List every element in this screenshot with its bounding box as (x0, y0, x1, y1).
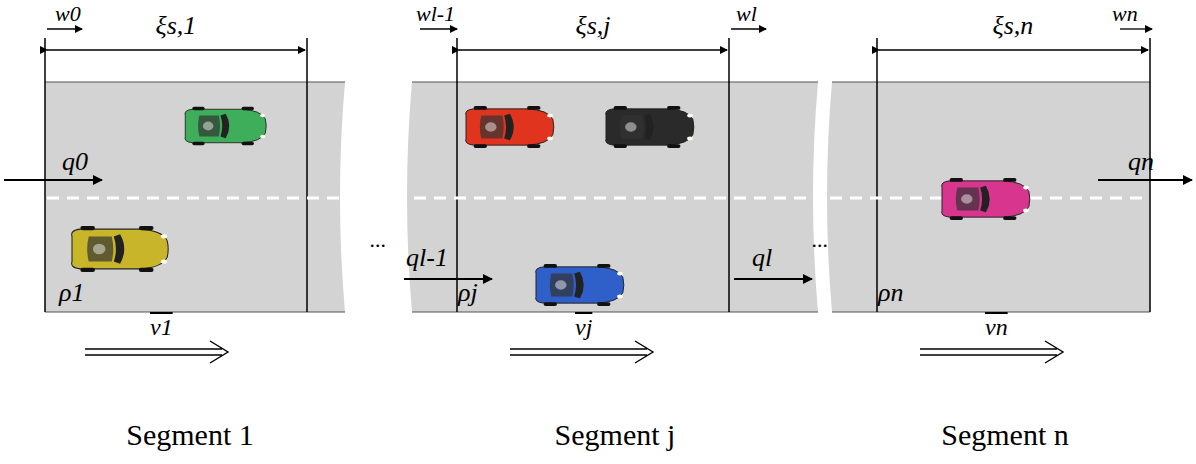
symbol-label: ... (370, 228, 387, 252)
symbol-label: ξs,1 (156, 12, 197, 41)
symbol-label: v1 (150, 314, 173, 340)
symbol-label: ql (752, 244, 772, 273)
car (72, 226, 169, 272)
symbol-label: ξs,j (576, 12, 611, 41)
segment-caption: Segment j (555, 418, 676, 451)
boundary-line (45, 38, 1150, 312)
road-segment (45, 82, 345, 312)
symbol-label: ... (812, 228, 829, 252)
density-label: ρ1 (59, 279, 84, 308)
car (942, 178, 1030, 220)
symbol-label: q0 (62, 148, 88, 177)
density-label: ρn (878, 279, 903, 308)
symbol-label: qn (1128, 148, 1154, 177)
road-segment (827, 82, 1150, 312)
segment-caption: Segment 1 (126, 418, 254, 451)
symbol-label: wn (1112, 2, 1138, 26)
segment-caption: Segment n (941, 418, 1069, 451)
density-label: ρj (458, 279, 478, 308)
symbol-label: ξs,n (993, 12, 1034, 41)
symbol-label: w0 (55, 2, 81, 26)
road-segment: ρj (412, 82, 818, 312)
road-edge (45, 82, 1150, 312)
symbol-label: wl (736, 2, 757, 26)
dimension-arrow (47, 49, 1148, 50)
road-segment: ρn (832, 82, 1150, 312)
symbol-label: vn (985, 314, 1008, 340)
road-segment: ρ1 (45, 82, 345, 312)
symbol-label: ql-1 (406, 244, 448, 273)
mean-speed-arrow (85, 341, 1063, 363)
car (466, 106, 554, 148)
symbol-label: wl-1 (416, 2, 455, 26)
car (185, 107, 266, 146)
road-segment (407, 82, 818, 312)
symbol-label: vj (575, 314, 592, 340)
car (606, 106, 694, 148)
car (536, 264, 624, 306)
